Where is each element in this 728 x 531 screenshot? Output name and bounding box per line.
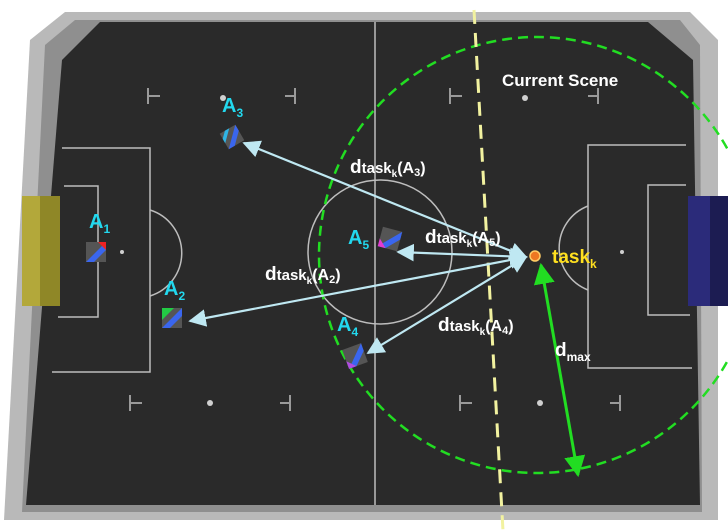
scene-label: Current Scene — [502, 71, 618, 90]
agent-label-a2: A2 — [164, 278, 185, 303]
task-label: taskk — [552, 247, 597, 271]
agent-label-a3: A3 — [222, 95, 243, 120]
agent-robot-a4 — [342, 343, 368, 369]
distance-arrows — [188, 140, 528, 354]
agent-robot-a2 — [162, 308, 182, 328]
field-corner-marks — [129, 88, 621, 411]
dmax-arrow — [533, 262, 586, 478]
arrow-task-a3 — [242, 140, 528, 260]
distance-label-a2: dtaskk(A2) — [265, 264, 341, 287]
agent-robot-a5 — [377, 226, 403, 252]
agent-label-a1: A1 — [89, 211, 110, 236]
dmax-label: dmax — [555, 340, 591, 364]
distance-label-a5: dtaskk(A5) — [425, 227, 501, 250]
agent-label-a5: A5 — [348, 227, 369, 252]
task-point — [529, 250, 541, 262]
agent-label-a4: A4 — [337, 314, 358, 339]
distance-label-a3: dtaskk(A3) — [350, 157, 426, 180]
agent-robot-a1 — [86, 242, 106, 262]
arrow-task-a4 — [366, 256, 528, 354]
agent-robot-a3 — [219, 124, 245, 150]
distance-label-a4: dtaskk(A4) — [438, 315, 514, 338]
